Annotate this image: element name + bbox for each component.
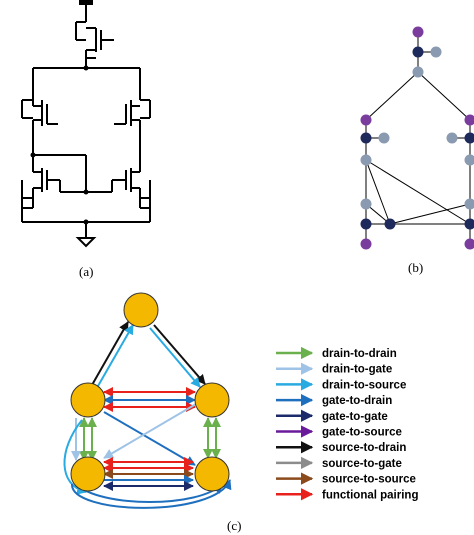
legend: drain-to-drain drain-to-gate drain-to-sour… xyxy=(276,346,418,501)
graph-nodes xyxy=(360,26,474,250)
legend-item: drain-to-gate xyxy=(276,362,392,376)
legend-item: source-to-source xyxy=(276,472,416,486)
caption-a: (a) xyxy=(79,264,93,279)
legend-item: source-to-gate xyxy=(276,456,402,470)
circuit-schematic xyxy=(21,0,151,248)
circuit-graph xyxy=(360,26,474,250)
legend-label: gate-to-gate xyxy=(322,411,388,423)
legend-item: gate-to-drain xyxy=(276,393,392,407)
legend-item: drain-to-source xyxy=(276,378,406,391)
legend-label: drain-to-drain xyxy=(322,348,397,360)
legend-label: functional pairing xyxy=(322,489,418,501)
legend-item: gate-to-source xyxy=(276,425,402,439)
legend-item: gate-to-gate xyxy=(276,409,388,423)
relation-graph xyxy=(63,321,232,509)
legend-item: source-to-drain xyxy=(276,440,406,454)
legend-item: drain-to-drain xyxy=(276,346,397,360)
caption-b: (b) xyxy=(408,260,423,275)
legend-label: gate-to-drain xyxy=(322,395,392,407)
circuit-junctions xyxy=(30,65,89,225)
relation-nodes xyxy=(70,292,230,492)
legend-label: source-to-source xyxy=(322,474,416,486)
legend-label: source-to-drain xyxy=(322,442,406,454)
legend-label: source-to-gate xyxy=(322,458,402,470)
legend-label: drain-to-source xyxy=(322,379,406,391)
legend-label: gate-to-source xyxy=(322,427,402,439)
legend-item: functional pairing xyxy=(276,488,418,501)
legend-label: drain-to-gate xyxy=(322,364,392,376)
caption-c: (c) xyxy=(227,518,241,533)
